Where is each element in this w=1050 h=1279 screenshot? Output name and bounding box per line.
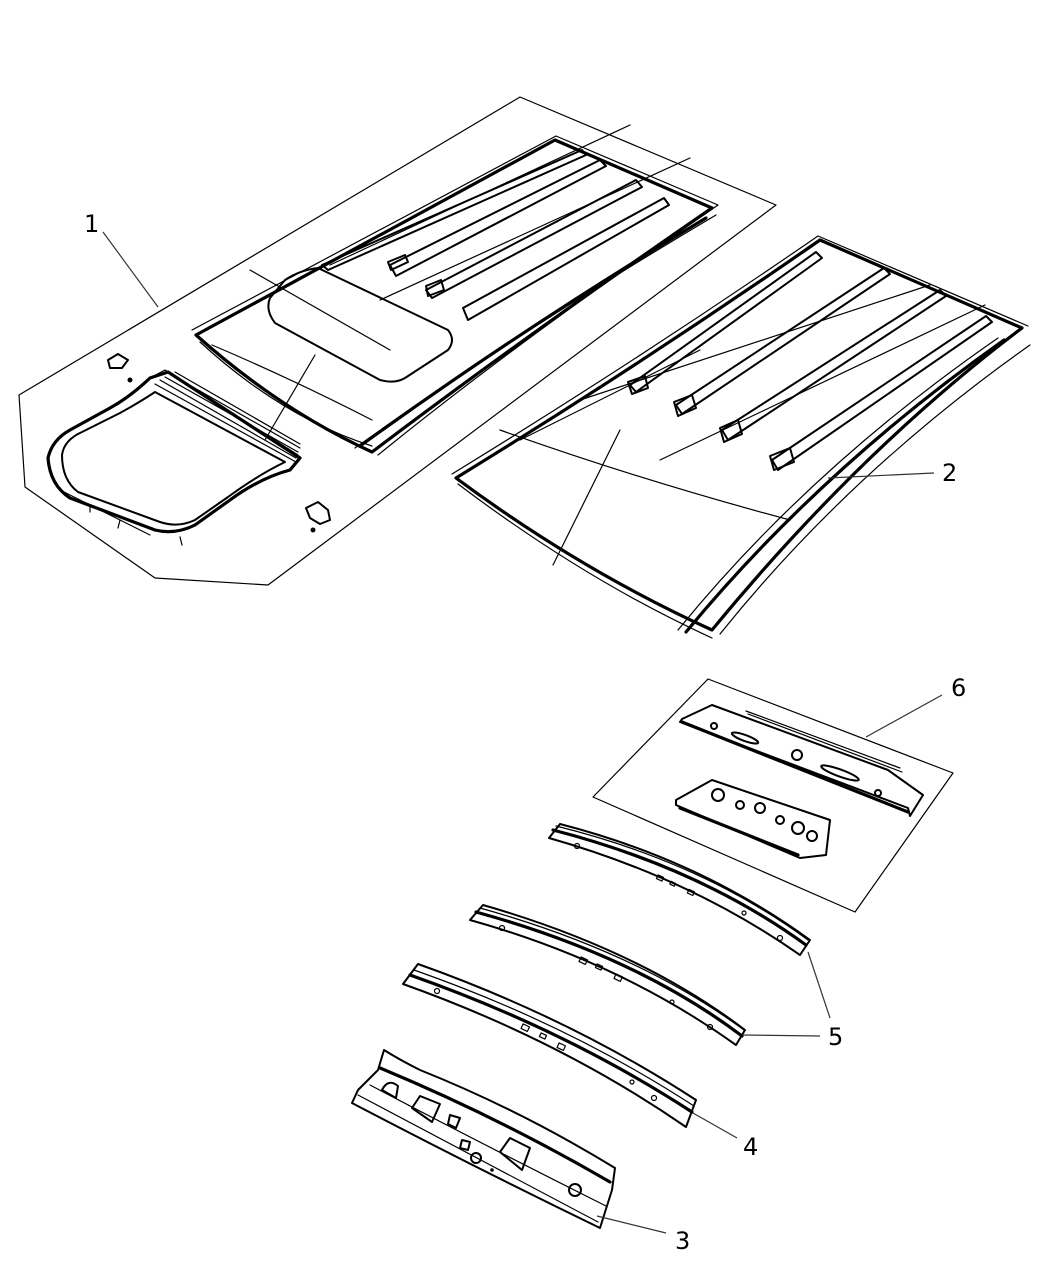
sunroof-frame [46,369,302,546]
leader-line-2 [827,472,935,479]
callout-4[interactable]: 4 [743,1133,759,1161]
rear-header-upper [679,704,924,817]
roof-bow-upper [548,823,811,956]
leader-line-1 [102,231,159,308]
kit-frame-1 [18,96,777,586]
part-6-rear-header-kit[interactable] [592,678,954,913]
leader-line-3 [596,1215,667,1234]
callout-5[interactable]: 5 [828,1023,844,1051]
part-2-roof-panel[interactable] [451,235,1031,639]
part-3-front-header[interactable] [351,1049,667,1234]
kit-frame-6 [592,678,954,913]
callout-2[interactable]: 2 [942,459,958,487]
bracket-upper-left [107,353,133,383]
leader-line-4 [692,1112,738,1139]
callout-1[interactable]: 1 [84,210,100,238]
rear-header-reinforcement [675,779,831,859]
roof-bow-lower [469,904,746,1046]
part-5-roof-bows[interactable] [469,823,831,1046]
callout-6[interactable]: 6 [951,674,967,702]
bracket-lower-right [305,501,331,533]
callout-3[interactable]: 3 [675,1227,691,1255]
part-4-roof-bow-front[interactable] [402,963,738,1139]
leader-line-6 [865,694,943,738]
sunroof-roof-panel [191,124,719,456]
leader-line-5b [741,1034,821,1037]
leader-line-5a [807,951,831,1019]
part-1-roof-with-sunroof[interactable] [18,96,777,586]
